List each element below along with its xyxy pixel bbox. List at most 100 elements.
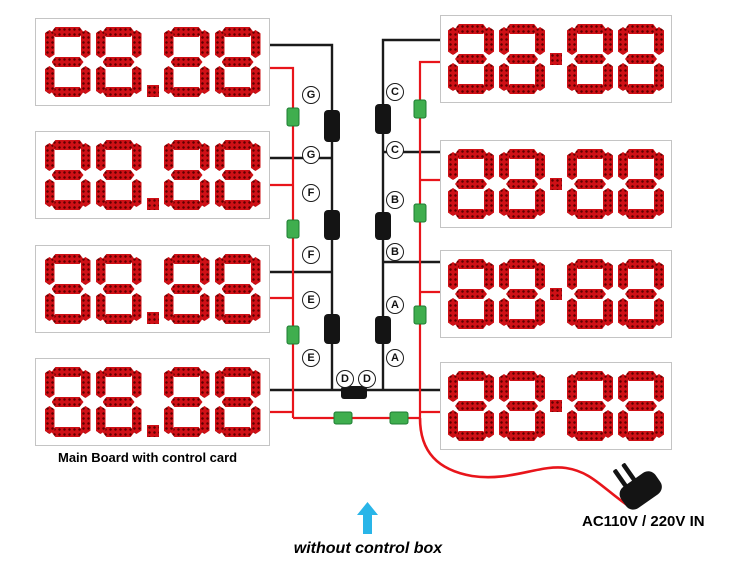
segment — [448, 63, 458, 91]
segment — [574, 371, 606, 381]
green-connectors — [286, 99, 427, 425]
segment — [506, 289, 538, 299]
segment — [484, 374, 494, 402]
connector-block — [324, 210, 340, 240]
seven-segment-digit — [448, 371, 494, 441]
segment — [102, 397, 135, 407]
connector-block — [324, 110, 340, 142]
segment — [506, 149, 538, 159]
segment — [221, 254, 254, 264]
segment — [535, 298, 545, 326]
segment — [506, 431, 538, 441]
segment — [163, 179, 174, 207]
segment — [102, 57, 135, 67]
segment — [625, 149, 657, 159]
segment — [170, 367, 203, 377]
segment — [95, 257, 106, 285]
segment — [574, 289, 606, 299]
segment — [170, 140, 203, 150]
segment — [535, 27, 545, 55]
seven-segment-digit — [44, 367, 91, 437]
segment — [44, 179, 55, 207]
connector-block — [341, 386, 367, 399]
segment — [214, 406, 225, 434]
segment — [102, 200, 135, 210]
segment — [102, 27, 135, 37]
segment — [535, 188, 545, 216]
segment — [625, 371, 657, 381]
seven-segment-digit — [448, 149, 494, 219]
segment — [170, 427, 203, 437]
seven-segment-digit — [499, 149, 545, 219]
segment — [625, 24, 657, 34]
seven-segment-digit — [214, 27, 261, 97]
segment — [654, 410, 664, 438]
segment — [603, 298, 613, 326]
seven-segment-digit — [95, 254, 142, 324]
segment — [80, 370, 91, 398]
seven-segment-digit — [499, 24, 545, 94]
segment — [499, 410, 509, 438]
segment — [131, 257, 142, 285]
segment — [567, 63, 577, 91]
segment — [625, 179, 657, 189]
segment — [170, 314, 203, 324]
segment — [199, 30, 210, 58]
segment — [499, 374, 509, 402]
segment — [567, 298, 577, 326]
seven-segment-digit — [44, 27, 91, 97]
green-connector — [389, 411, 409, 425]
segment — [484, 410, 494, 438]
segment — [214, 293, 225, 321]
segment — [199, 370, 210, 398]
green-connector — [286, 219, 300, 239]
seven-segment-digit — [163, 140, 210, 210]
segment — [102, 314, 135, 324]
segment — [250, 30, 261, 58]
segment — [51, 367, 84, 377]
segment — [484, 262, 494, 290]
segment — [170, 200, 203, 210]
segment — [654, 152, 664, 180]
segment — [214, 66, 225, 94]
seven-segment-digit — [214, 254, 261, 324]
segment — [131, 179, 142, 207]
segment — [221, 314, 254, 324]
segment — [603, 152, 613, 180]
segment — [654, 27, 664, 55]
green-connector — [413, 203, 427, 223]
segment — [44, 30, 55, 58]
segment — [51, 200, 84, 210]
segment — [535, 410, 545, 438]
segment — [51, 170, 84, 180]
segment — [625, 84, 657, 94]
connector-label-c: C — [386, 83, 404, 101]
segment — [221, 397, 254, 407]
segment — [603, 262, 613, 290]
segment — [102, 367, 135, 377]
segment — [214, 257, 225, 285]
segment — [163, 257, 174, 285]
segment — [625, 289, 657, 299]
segment — [618, 262, 628, 290]
segment — [250, 66, 261, 94]
segment — [221, 140, 254, 150]
segment — [51, 284, 84, 294]
segment — [484, 298, 494, 326]
segment — [455, 289, 487, 299]
segment — [654, 374, 664, 402]
segment — [603, 374, 613, 402]
segment — [567, 374, 577, 402]
decimal-dot — [146, 85, 159, 97]
seven-segment-digit — [163, 27, 210, 97]
segment — [250, 370, 261, 398]
segment — [44, 293, 55, 321]
segment — [199, 293, 210, 321]
segment — [535, 262, 545, 290]
green-connector — [286, 107, 300, 127]
segment — [95, 370, 106, 398]
segment — [163, 406, 174, 434]
segment — [95, 66, 106, 94]
green-connector — [333, 411, 353, 425]
